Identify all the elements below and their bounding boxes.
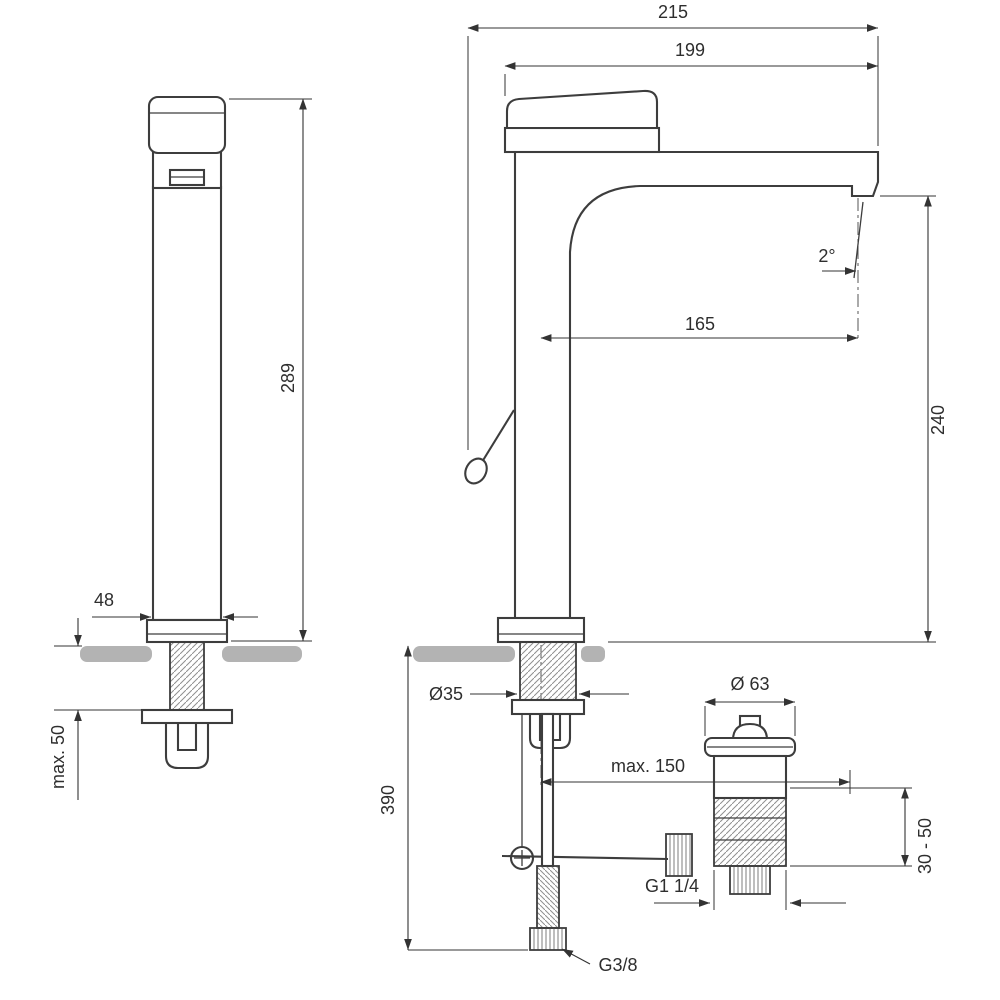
counter-surface-front <box>80 646 302 662</box>
dim-base-width-label: 48 <box>94 590 114 610</box>
pull-rod-knob <box>464 457 488 485</box>
dim-waste-diameter: Ø 63 <box>704 674 796 736</box>
dim-shank-diameter-label: Ø35 <box>429 684 463 704</box>
cartridge-housing <box>503 126 661 154</box>
dim-under-counter-height: 390 <box>378 645 528 951</box>
horizontal-lever <box>501 854 669 861</box>
dim-body-depth-label: 199 <box>675 40 705 60</box>
dim-spout-reach: 165 <box>540 314 858 342</box>
spout-body <box>513 150 880 620</box>
dim-spout-reach-label: 165 <box>685 314 715 334</box>
dim-shank-diameter: Ø35 <box>429 684 629 704</box>
counter-surface-side <box>413 646 605 662</box>
dim-max-mounting-label: max. 50 <box>48 725 68 789</box>
handle-side <box>505 89 659 130</box>
waste-upper-body <box>712 754 788 800</box>
dim-max-rod-length: max. 150 <box>540 756 851 794</box>
faucet-front <box>145 95 229 644</box>
dim-max-rod-length-label: max. 150 <box>611 756 685 776</box>
dim-hose-thread: G3/8 <box>561 948 638 975</box>
front-view: 48 289 max. 50 <box>48 95 312 800</box>
dim-waste-diameter-label: Ø 63 <box>730 674 769 694</box>
handle-front <box>147 95 227 155</box>
faucet-column <box>151 185 223 622</box>
dim-total-height-label: 289 <box>278 363 298 393</box>
dim-base-width: 48 <box>92 590 258 621</box>
dim-total-height: 289 <box>229 98 312 642</box>
pull-rod-knob-stem <box>481 409 515 463</box>
waste-tailpiece <box>729 865 771 895</box>
dim-spout-angle-label: 2° <box>818 246 835 266</box>
supply-hose <box>529 712 567 951</box>
dim-max-mounting: max. 50 <box>48 618 142 800</box>
mounting-shank-front <box>140 641 234 770</box>
popup-rod-assembly <box>501 714 693 877</box>
dim-total-depth-label: 215 <box>658 2 688 22</box>
dim-waste-thread-label: G1 1/4 <box>645 876 699 896</box>
dim-body-depth: 199 <box>504 40 878 96</box>
dim-hose-thread-label: G3/8 <box>598 955 637 975</box>
faucet-side <box>464 89 880 644</box>
dim-waste-adjust-range-label: 30 - 50 <box>915 818 935 874</box>
dim-outlet-height-label: 240 <box>928 405 948 435</box>
faucet-base <box>145 618 229 644</box>
lever-clamp-nut <box>665 833 693 877</box>
side-view: 215 199 2° 165 240 Ø35 <box>378 2 948 975</box>
dim-outlet-height: 240 <box>608 195 948 643</box>
tilt-line <box>853 201 864 279</box>
dim-waste-thread: G1 1/4 <box>645 870 846 910</box>
base-flange-side <box>496 616 586 644</box>
hose-nut <box>529 927 567 951</box>
waste-threaded-body <box>713 797 787 867</box>
dim-total-depth: 215 <box>467 2 879 450</box>
dim-spout-angle: 2° <box>818 246 856 275</box>
waste-assembly <box>703 714 797 895</box>
dim-under-counter-height-label: 390 <box>378 785 398 815</box>
dim-waste-adjust-range: 30 - 50 <box>790 787 935 874</box>
